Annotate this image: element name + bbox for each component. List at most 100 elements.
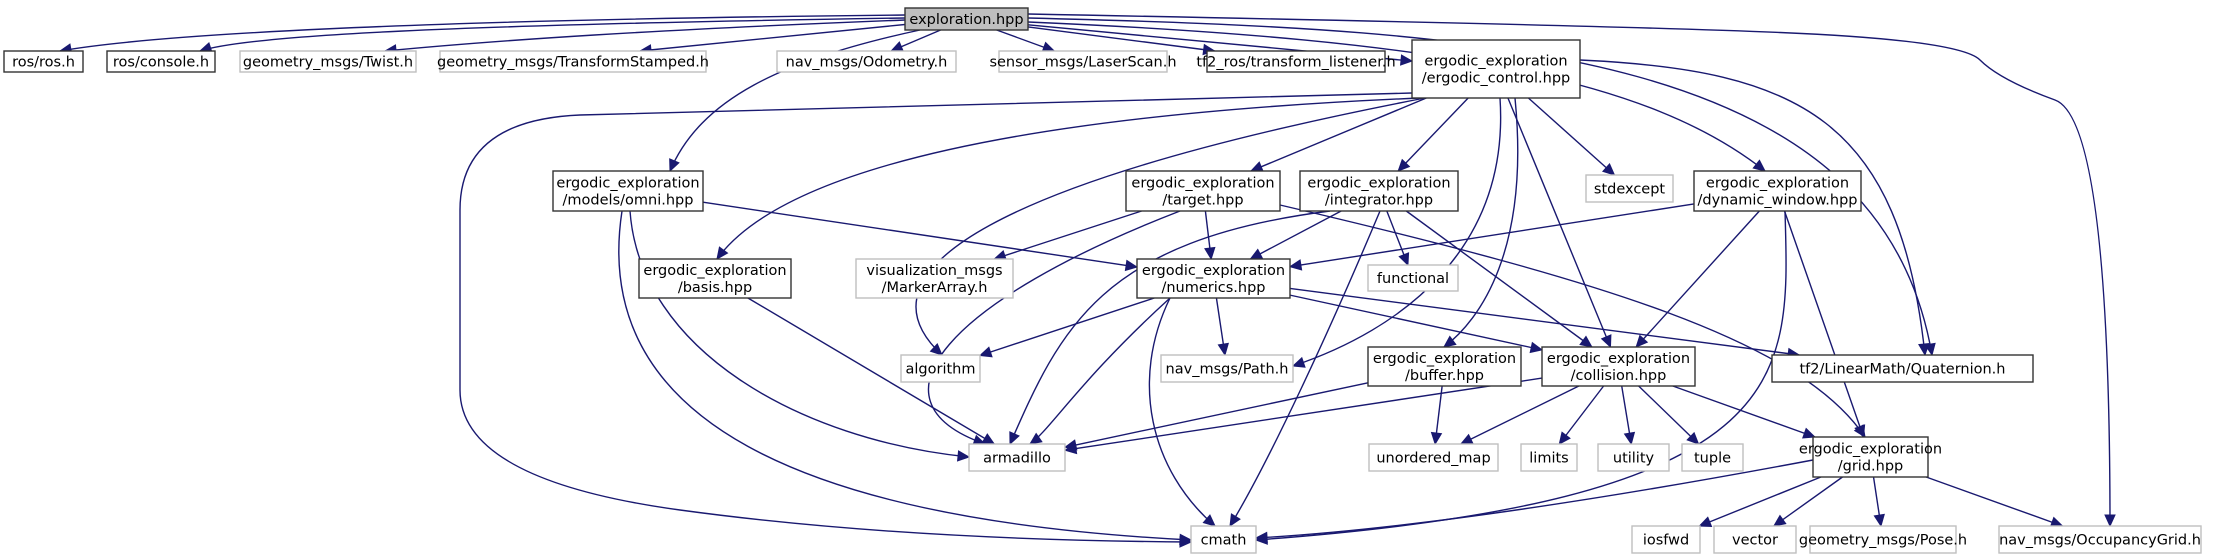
- node-ergctrl[interactable]: ergodic_exploration/ergodic_control.hpp: [1411, 39, 1581, 99]
- edge-root-to-dynwin: [1027, 21, 1766, 172]
- node-path: nav_msgs/Path.h: [1160, 354, 1294, 383]
- arrowhead-icon: [1686, 431, 1700, 445]
- edge-dynwin-to-numerics: [1288, 203, 1695, 271]
- node-label: /integrator.hpp: [1325, 193, 1433, 209]
- edge-ergctrl-to-integrator: [1397, 97, 1469, 172]
- node-box[interactable]: [1206, 50, 1386, 73]
- node-box[interactable]: [1125, 170, 1281, 212]
- edge-collision-to-utility: [1621, 385, 1636, 446]
- node-label: nav_msgs/OccupancyGrid.h: [1999, 533, 2201, 549]
- node-box[interactable]: [1136, 258, 1291, 299]
- node-collision[interactable]: ergodic_exploration/collision.hpp: [1541, 346, 1696, 387]
- edge-ergctrl-to-target: [1249, 97, 1427, 172]
- edge-grid-to-occgrid: [1925, 476, 2064, 528]
- node-box: [1160, 354, 1294, 383]
- node-label: ros/ros.h: [12, 55, 75, 71]
- edge-root-to-laser: [996, 29, 1056, 53]
- arrowhead-icon: [1623, 431, 1636, 446]
- node-label: ergodic_exploration: [1706, 176, 1849, 192]
- edge-numerics-to-collision: [1289, 294, 1544, 354]
- node-box[interactable]: [1299, 170, 1459, 212]
- edge-line: [1443, 97, 1519, 348]
- node-box: [1585, 174, 1674, 203]
- arrowhead-icon: [1029, 432, 1043, 445]
- node-label: sensor_msgs/LaserScan.h: [989, 55, 1176, 71]
- node-label: exploration.hpp: [909, 12, 1023, 28]
- node-tflistener[interactable]: tf2_ros/transform_listener.h: [1196, 50, 1396, 73]
- edge-numerics-to-armadillo: [1029, 297, 1171, 445]
- node-label: vector: [1732, 533, 1778, 549]
- edge-line: [1064, 382, 1369, 448]
- node-label: /numerics.hpp: [1161, 280, 1265, 296]
- node-console[interactable]: ros/console.h: [106, 50, 216, 73]
- edge-root-to-omni: [669, 29, 921, 173]
- edge-buffer-to-umap: [1430, 385, 1443, 446]
- edge-dynwin-to-grid: [1783, 210, 1866, 439]
- arrowhead-icon: [716, 246, 729, 260]
- node-box: [900, 354, 981, 383]
- edge-ergctrl-to-collision: [1507, 97, 1612, 349]
- node-box[interactable]: [1812, 436, 1929, 478]
- nodes-layer: exploration.hpp ros/ros.h ros/console.h geo…: [3, 7, 2202, 554]
- arrowhead-icon: [1579, 335, 1593, 348]
- node-box: [1681, 443, 1744, 472]
- arrowhead-icon: [1204, 246, 1216, 261]
- edge-line: [1635, 210, 1760, 348]
- node-label: /buffer.hpp: [1405, 368, 1484, 384]
- edge-ergctrl-to-quat: [1579, 59, 1930, 357]
- node-basis[interactable]: ergodic_exploration/basis.hpp: [638, 258, 792, 299]
- node-box[interactable]: [106, 50, 216, 73]
- node-box[interactable]: [638, 258, 792, 299]
- node-quat[interactable]: tf2/LinearMath/Quaternion.h: [1771, 354, 2034, 383]
- node-box[interactable]: [1541, 346, 1696, 387]
- edge-line: [459, 92, 1413, 543]
- node-label: nav_msgs/Path.h: [1166, 362, 1289, 378]
- node-label: utility: [1613, 451, 1655, 467]
- node-box[interactable]: [3, 50, 84, 73]
- node-box[interactable]: [904, 7, 1029, 31]
- edge-line: [1558, 385, 1605, 445]
- node-box: [1597, 443, 1670, 472]
- arrowhead-icon: [1254, 531, 1268, 544]
- node-buffer[interactable]: ergodic_exploration/buffer.hpp: [1367, 346, 1522, 387]
- node-integrator[interactable]: ergodic_exploration/integrator.hpp: [1299, 170, 1459, 212]
- edge-line: [1229, 210, 1381, 527]
- node-label: geometry_msgs/TransformStamped.h: [437, 55, 709, 71]
- node-label: cmath: [1201, 533, 1247, 549]
- edge-line: [59, 14, 906, 52]
- arrowhead-icon: [1802, 427, 1816, 439]
- edge-line: [1027, 13, 2111, 527]
- node-numerics[interactable]: ergodic_exploration/numerics.hpp: [1136, 258, 1291, 299]
- node-label: unordered_map: [1376, 451, 1490, 467]
- arrowhead-icon: [1179, 533, 1193, 546]
- node-dynwin[interactable]: ergodic_exploration/dynamic_window.hpp: [1693, 170, 1862, 212]
- node-omni[interactable]: ergodic_exploration/models/omni.hpp: [552, 170, 704, 212]
- node-target[interactable]: ergodic_exploration/target.hpp: [1125, 170, 1281, 212]
- arrowhead-icon: [981, 433, 996, 445]
- edge-buffer-to-armadillo: [1063, 382, 1369, 451]
- edge-line: [1289, 203, 1695, 268]
- edges-layer: [58, 13, 2116, 548]
- edge-line: [1289, 287, 1800, 356]
- node-ros[interactable]: ros/ros.h: [3, 50, 84, 73]
- arrowhead-icon: [1398, 252, 1410, 267]
- node-root[interactable]: exploration.hpp: [904, 7, 1029, 31]
- node-box[interactable]: [552, 170, 704, 212]
- node-marker: visualization_msgs/MarkerArray.h: [855, 258, 1014, 299]
- edge-line: [1507, 97, 1612, 348]
- node-box: [1190, 525, 1257, 554]
- edge-line: [702, 201, 1138, 268]
- node-box[interactable]: [1693, 170, 1862, 212]
- node-label: geometry_msgs/Pose.h: [1799, 533, 1967, 549]
- arrowhead-icon: [978, 346, 993, 358]
- node-box[interactable]: [1411, 39, 1581, 99]
- node-box: [1367, 264, 1459, 292]
- edge-omni-to-armadillo: [629, 210, 971, 462]
- edge-line: [1029, 297, 1171, 445]
- node-grid[interactable]: ergodic_exploration/grid.hpp: [1799, 436, 1942, 478]
- node-label: ergodic_exploration: [1142, 263, 1285, 279]
- node-label: ros/console.h: [113, 55, 209, 71]
- node-box[interactable]: [1771, 354, 2034, 383]
- node-label: visualization_msgs: [866, 263, 1002, 279]
- node-box[interactable]: [1367, 346, 1522, 387]
